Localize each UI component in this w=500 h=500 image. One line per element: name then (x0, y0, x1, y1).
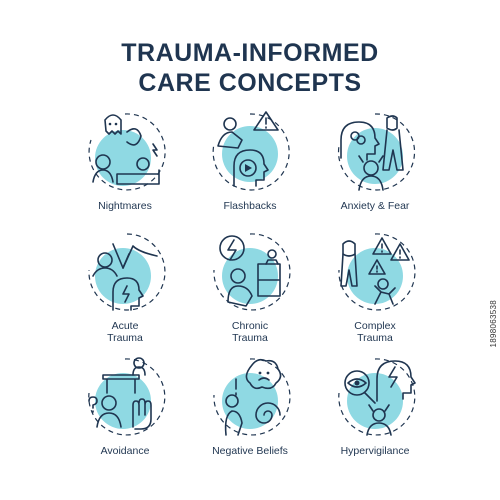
flashbacks-label: Flashbacks (223, 200, 277, 212)
title-line-2: CARE CONCEPTS (138, 69, 362, 97)
nightmares-label: Nightmares (98, 200, 152, 212)
avoidance-icon (88, 357, 166, 436)
stock-image-id: 1898063538 (489, 300, 498, 348)
hypervigilance-label: Hypervigilance (340, 445, 410, 457)
chronic-trauma-icon (213, 233, 291, 311)
flashbacks-icon (212, 111, 290, 191)
page-title: TRAUMA-INFORMED CARE CONCEPTS (0, 38, 500, 98)
nightmares-icon (88, 113, 166, 191)
complex-trauma-icon (338, 233, 416, 311)
acute-trauma-icon (88, 233, 166, 311)
anxiety-fear-label: Anxiety & Fear (340, 200, 410, 212)
negative-beliefs-label: Negative Beliefs (212, 445, 288, 457)
complex-trauma-label: Complex Trauma (354, 320, 396, 344)
acute-trauma-label: Acute Trauma (107, 320, 143, 344)
title-line-1: TRAUMA-INFORMED (121, 39, 379, 67)
chronic-trauma-label: Chronic Trauma (231, 320, 269, 344)
anxiety-fear-icon (337, 113, 416, 191)
negative-beliefs-icon (213, 358, 291, 436)
avoidance-label: Avoidance (100, 445, 150, 457)
hypervigilance-icon (338, 358, 416, 436)
